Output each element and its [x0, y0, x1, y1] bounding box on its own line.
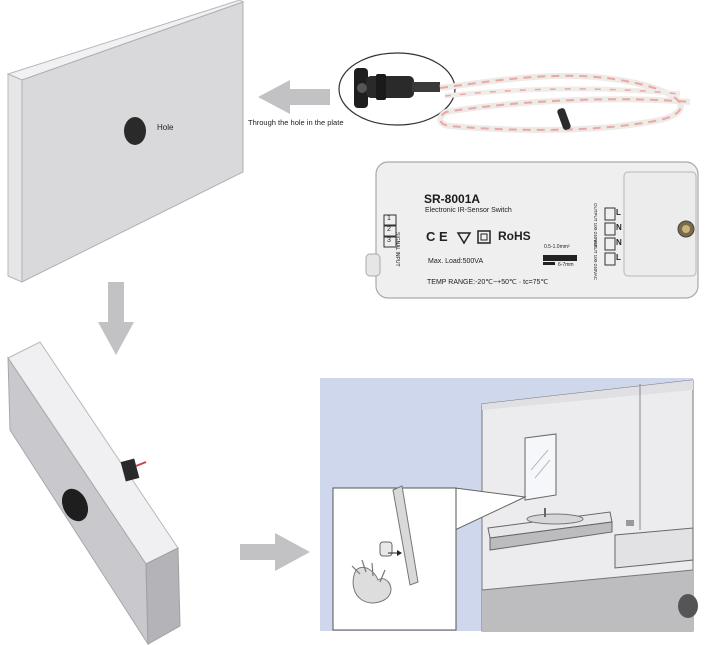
arrow-right	[240, 533, 310, 571]
plate-front-view	[6, 0, 245, 283]
hole-label: Hole	[157, 123, 174, 132]
ce-mark: C E	[426, 229, 448, 244]
wire-spec-1: 0.5-1.0mm²	[544, 244, 570, 250]
arrow-left	[258, 80, 330, 114]
sensor-cable	[437, 72, 691, 133]
bathroom-scene	[320, 378, 698, 632]
signal-pin-3: 3	[387, 237, 391, 244]
wire-spec-2: 6-7mm	[558, 262, 574, 268]
terminal-n-2: N	[616, 238, 622, 247]
plate-hole	[124, 117, 146, 145]
arrow-down	[98, 282, 134, 355]
plate-angled-view	[7, 341, 181, 645]
terminal-n-1: N	[616, 223, 622, 232]
temp-range: TEMP RANGE:-20℃~+50℃ · tc=75℃	[427, 279, 549, 286]
hand-illustration	[352, 566, 392, 604]
sensor-bubble	[338, 52, 456, 126]
input-label: INPUT 100-240VAC	[593, 240, 598, 281]
rohs-mark: RoHS	[498, 229, 531, 243]
mounted-sensor-head	[61, 488, 89, 522]
max-load: Max. Load:500VA	[428, 258, 484, 265]
through-hole-caption: Through the hole in the plate	[248, 118, 344, 127]
device-subtitle: Electronic IR-Sensor Switch	[425, 207, 512, 214]
signal-pin-2: 2	[387, 226, 391, 233]
signal-input-label: SIGNAL INPUT	[394, 232, 400, 267]
signal-pin-1: 1	[387, 215, 391, 222]
controller-device	[365, 161, 699, 299]
device-model: SR-8001A	[424, 192, 481, 206]
terminal-l-bottom: L	[616, 253, 621, 262]
terminal-l-top: L	[616, 208, 621, 217]
sensor-back	[120, 458, 147, 482]
